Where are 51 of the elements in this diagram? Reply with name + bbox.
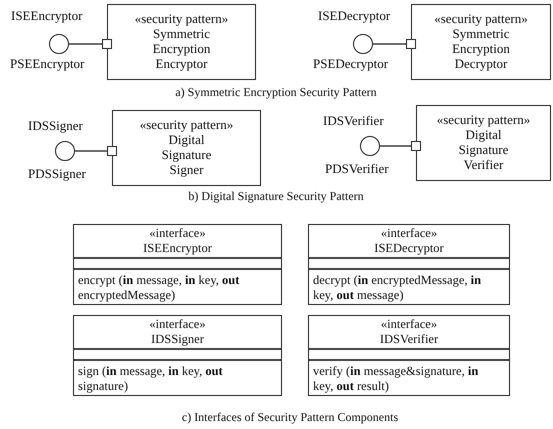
interface-name: IDSSigner: [150, 332, 205, 347]
component-box: [411, 4, 551, 80]
stereotype-label: «security pattern»: [134, 11, 228, 26]
operation-text: encrypt (in message, in key, out encryptedMessage): [77, 272, 240, 304]
port-name: PSEEncryptor: [10, 56, 84, 71]
stereotype-label: «security pattern»: [140, 117, 234, 132]
stereotype-label: «interface»: [380, 226, 438, 241]
port-name: PSEDecryptor: [313, 56, 388, 71]
interface-name: IDSVerifier: [378, 332, 440, 347]
interface-name: ISEDecryptor: [318, 8, 390, 23]
operation-text: verify (in message&signature, in key, out result): [312, 363, 480, 395]
component-box: [416, 105, 551, 181]
interface-class-box: [73, 315, 282, 396]
connector-line: [75, 150, 107, 152]
component-box: [107, 4, 256, 80]
interface-ball: [55, 141, 75, 161]
connector-line: [380, 145, 411, 147]
figure-caption: a) Symmetric Encryption Security Pattern: [175, 85, 377, 100]
port-name: PDSVerifier: [325, 161, 389, 176]
figure-caption: c) Interfaces of Security Pattern Components: [182, 410, 398, 425]
component-name: Symmetric Encryption Decryptor: [452, 26, 510, 71]
figure-caption: b) Digital Signature Security Pattern: [188, 189, 364, 204]
interface-name: ISEEncryptor: [11, 8, 82, 23]
port-square: [102, 39, 112, 49]
stereotype-label: «security pattern»: [436, 112, 530, 127]
component-box: [112, 110, 261, 186]
connector-line: [69, 43, 102, 45]
interface-name: ISEDecryptor: [373, 241, 445, 256]
stereotype-label: «security pattern»: [434, 11, 528, 26]
component-name: Symmetric Encryption Encryptor: [152, 26, 210, 71]
port-square: [411, 141, 421, 151]
port-square: [107, 146, 117, 156]
interface-name: IDSSigner: [28, 118, 83, 133]
port-name: PDSSigner: [28, 166, 86, 181]
interface-ball: [49, 34, 69, 54]
port-square: [406, 39, 416, 49]
interface-class-box: [73, 224, 282, 305]
stereotype-label: «interface»: [380, 317, 438, 332]
component-name: Digital Signature Signer: [162, 132, 212, 177]
interface-ball: [353, 34, 373, 54]
interface-class-box: [308, 315, 510, 396]
operation-text: sign (in message, in key, out signature): [77, 363, 224, 395]
interface-name: ISEEncryptor: [142, 241, 213, 256]
operation-text: decrypt (in encryptedMessage, in key, out message): [312, 272, 482, 304]
stereotype-label: «interface»: [148, 317, 207, 332]
stereotype-label: «interface»: [148, 226, 207, 241]
interface-name: IDSVerifier: [323, 113, 384, 128]
component-name: Digital Signature Verifier: [458, 127, 508, 172]
connector-line: [373, 43, 406, 45]
interface-ball: [360, 136, 380, 156]
interface-class-box: [308, 224, 510, 305]
